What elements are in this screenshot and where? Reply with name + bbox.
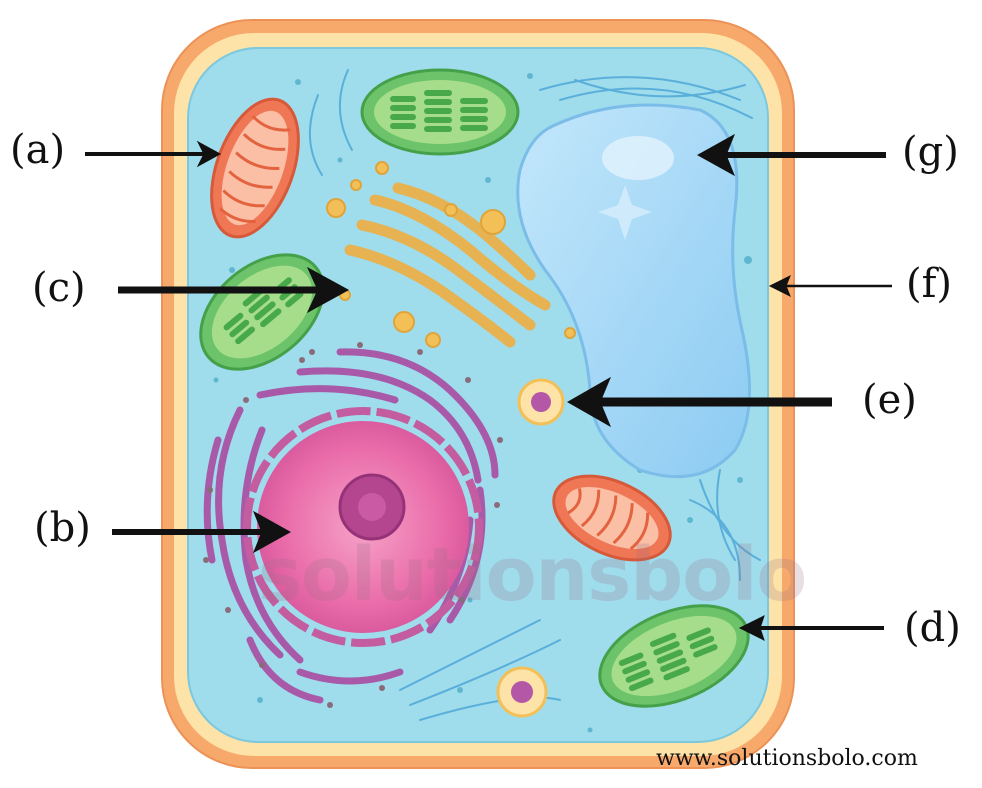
vacuole-highlight [602, 136, 674, 180]
label-e: (e) [862, 380, 917, 420]
watermark: solutionsbolo [258, 532, 806, 618]
label-a: (a) [10, 130, 65, 170]
label-c: (c) [32, 268, 86, 308]
label-d: (d) [904, 608, 961, 648]
label-g: (g) [902, 132, 959, 172]
vesicle-e-core [531, 392, 551, 412]
label-b: (b) [34, 508, 91, 548]
label-f: (f) [906, 264, 952, 304]
website-url: www.solutionsbolo.com [656, 746, 918, 771]
nucleolus-core [358, 493, 386, 521]
vesicle-bottom-core [511, 681, 533, 703]
chloroplast-top [362, 70, 518, 154]
